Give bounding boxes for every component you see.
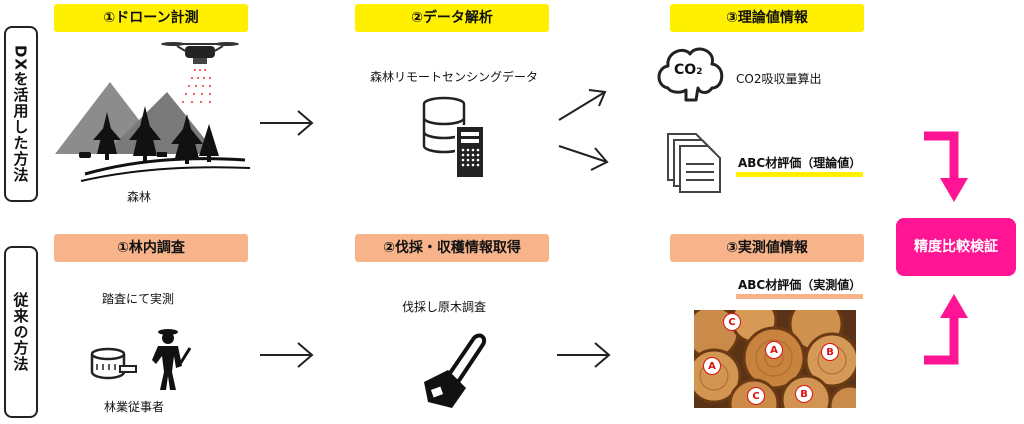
grade-marker: B (795, 385, 813, 403)
abc-measured-highlight: ABC材評価（実測値） (736, 278, 864, 299)
co2-letters: CO (674, 62, 697, 78)
arrow-right-icon (557, 342, 611, 368)
database-server-icon (422, 96, 485, 179)
co2-cloud-icon (657, 47, 724, 102)
trees (93, 106, 219, 164)
arrow-right-icon (260, 110, 314, 136)
drone-icon (161, 42, 239, 64)
forest-caption: 森林 (127, 190, 152, 204)
tape-measure-icon (90, 347, 137, 380)
deer-icon (157, 152, 167, 157)
traditional-method-sidebar: 従来の方法 (4, 246, 38, 418)
dx-method-sidebar: DXを活用した方法 (4, 26, 38, 202)
grade-marker: B (821, 343, 839, 361)
co2-subscript: 2 (696, 67, 703, 77)
grade-markers: C A A B C B (694, 310, 856, 408)
accuracy-verification-box: 精度比較検証 (896, 218, 1016, 276)
abc-theoretical-text: ABC材評価（理論値） (736, 154, 864, 177)
log-cross-sections (694, 310, 856, 408)
grade-marker: C (723, 313, 741, 331)
abc-measured-text: ABC材評価（実測値） (736, 276, 864, 299)
grade-marker: C (747, 387, 765, 405)
measured-value-label: ③実測値情報 (670, 234, 864, 262)
field-survey-label: ①林内調査 (54, 234, 248, 262)
arrow-down-right-icon (558, 145, 609, 171)
traditional-method-label: 従来の方法 (11, 292, 30, 372)
chainsaw-icon (424, 333, 487, 408)
arrow-up-right-icon (558, 89, 607, 121)
co2-icon-text: CO2 (674, 62, 702, 78)
dx-method-label: DXを活用した方法 (11, 44, 30, 184)
data-analysis-label: ②データ解析 (355, 4, 549, 32)
harvest-caption: 伐採し原木調査 (402, 300, 487, 314)
log-photo: C A A B C B (694, 310, 856, 408)
boar-icon (79, 152, 91, 158)
theoretical-value-label: ③理論値情報 (670, 4, 864, 32)
measure-caption: 踏査にて実測 (102, 292, 175, 306)
co2-absorption-text: CO2吸収量算出 (736, 72, 822, 86)
arrow-right-icon (260, 342, 314, 368)
pink-up-arrow-icon (924, 294, 968, 365)
pink-down-arrow-icon (924, 131, 968, 202)
drone-measurement-label: ①ドローン計測 (54, 4, 248, 32)
abc-theoretical-highlight: ABC材評価（理論値） (736, 156, 864, 177)
grade-marker: A (703, 357, 721, 375)
scan-dots (182, 69, 211, 103)
forestry-worker-icon (152, 329, 192, 390)
forestry-worker-caption: 林業従事者 (104, 400, 165, 414)
grade-marker: A (765, 341, 783, 359)
forest-drone-illustration (55, 42, 251, 182)
harvest-info-label: ②伐採・収穫情報取得 (355, 234, 549, 262)
documents-icon (667, 133, 721, 193)
remote-sensing-caption: 森林リモートセンシングデータ (370, 70, 539, 84)
